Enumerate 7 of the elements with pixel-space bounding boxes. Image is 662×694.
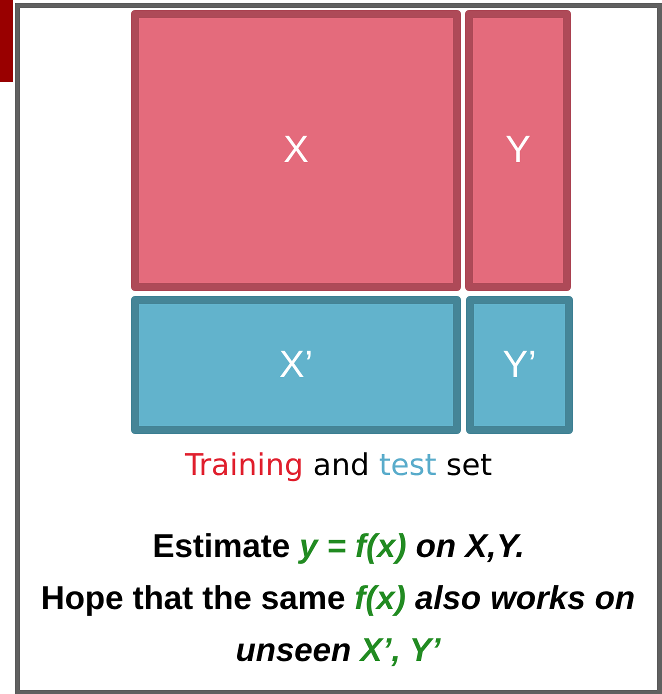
data-block: X’ <box>131 296 461 434</box>
note-text: Hope that the same f(x) also works on unseen X’, Y’ <box>40 578 636 670</box>
note-text: Estimate y = f(x) on X,Y. <box>151 526 526 566</box>
data-block: X <box>131 10 461 291</box>
data-block: Y’ <box>466 296 573 434</box>
caption-text: Training and test set <box>184 448 493 483</box>
data-block: Y <box>465 10 571 291</box>
